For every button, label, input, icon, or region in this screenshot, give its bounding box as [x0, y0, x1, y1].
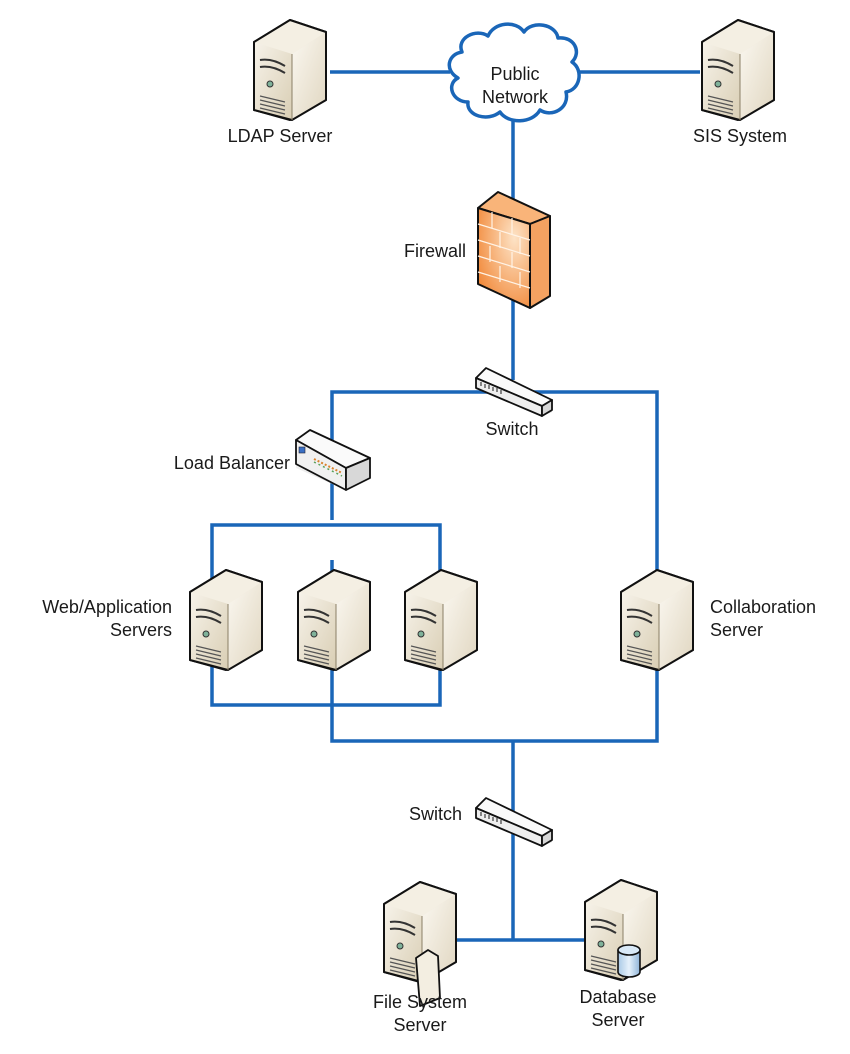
web-server-3-icon [404, 569, 478, 671]
load-balancer-icon [295, 429, 371, 491]
database-server-label-line1: Database [579, 987, 657, 1007]
load-balancer-label: Load Balancer [173, 453, 290, 473]
collaboration-server-icon [620, 569, 694, 671]
switch-bottom-label: Switch [408, 804, 462, 824]
file-system-server-label-line2: Server [393, 1015, 447, 1035]
collaboration-server-label-line1: Collaboration [710, 597, 817, 617]
public-network-label-line1: Public [490, 64, 540, 84]
link-webservers-bottom [210, 660, 442, 707]
web-app-servers-label-line1: Web/Application [42, 597, 172, 617]
file-system-server-label-line1: File System [372, 992, 468, 1012]
collaboration-server-label-line2: Server [710, 620, 764, 640]
web-app-servers-label-line2: Servers [109, 620, 172, 640]
public-network-label-line2: Network [481, 87, 548, 107]
link-core-bus [330, 560, 659, 743]
web-server-1-icon [189, 569, 263, 671]
sis-server-icon [701, 19, 775, 121]
database-server-label-line2: Server [591, 1010, 645, 1030]
web-server-2-icon [297, 569, 371, 671]
firewall-label: Firewall [403, 241, 466, 261]
ldap-server-label: LDAP Server [227, 126, 333, 146]
switch-top-label: Switch [485, 419, 539, 439]
folder-icon [415, 949, 441, 1007]
firewall-icon [477, 191, 551, 309]
link-lb-webservers [210, 523, 442, 580]
cloud-icon [447, 22, 581, 123]
sis-system-label: SIS System [692, 126, 788, 146]
database-cylinder-icon [617, 944, 641, 978]
ldap-server-icon [253, 19, 327, 121]
